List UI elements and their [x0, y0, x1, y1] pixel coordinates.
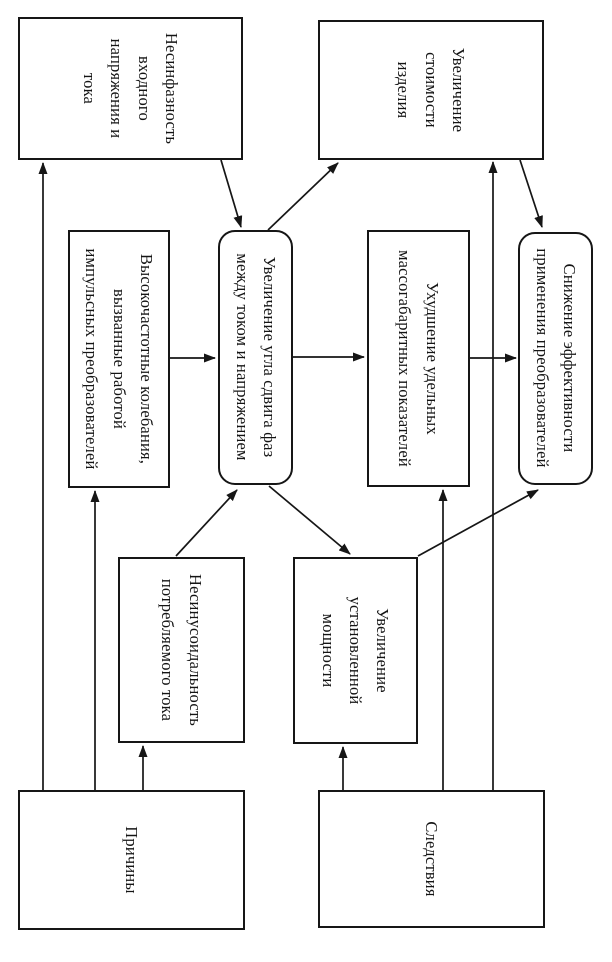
- node-uvelichenie-stoimosti-label: Увеличение стоимости изделия: [394, 47, 468, 133]
- node-nesinfaznost: Несинфазность входного напряжения и тока: [18, 17, 243, 160]
- node-snizhenie-effektivnosti: Снижение эффективности применения преобр…: [518, 232, 593, 485]
- node-ukhudshenie-udelnykh-label: Ухудшение удельных массогабаритных показ…: [395, 250, 442, 467]
- arrow-nesinfaznost-uvelichenie-ugla: [220, 159, 243, 228]
- node-prichiny: Причины: [18, 790, 245, 930]
- node-uvelichenie-moshchnosti: Увеличение установленной мощности: [293, 557, 418, 744]
- node-prichiny-label: Причины: [122, 826, 142, 894]
- node-vysokochastotnye: Высокочастотные колебания, вызванные раб…: [68, 230, 170, 488]
- node-uvelichenie-stoimosti: Увеличение стоимости изделия: [318, 20, 544, 160]
- node-ukhudshenie-udelnykh: Ухудшение удельных массогабаритных показ…: [367, 230, 470, 487]
- node-uvelichenie-moshchnosti-label: Увеличение установленной мощности: [318, 596, 393, 705]
- arrow-uvelichenie-ugla-moshchnosti: [268, 485, 351, 555]
- node-uvelichenie-ugla: Увеличение угла сдвига фаз между током и…: [218, 230, 293, 485]
- arrow-stoimosti-snizhenie: [519, 159, 543, 228]
- node-nesinusoidalnost: Несинусоидальность потребляемого тока: [118, 557, 245, 743]
- arrow-nesinusoidalnost-uvelichenie-ugla: [175, 489, 238, 557]
- node-vysokochastotnye-label: Высокочастотные колебания, вызванные раб…: [82, 248, 156, 470]
- node-sledstviya-label: Следствия: [422, 821, 442, 897]
- node-nesinfaznost-label: Несинфазность входного напряжения и тока: [80, 32, 181, 145]
- arrow-moshchnosti-snizhenie: [417, 489, 539, 557]
- node-nesinusoidalnost-label: Несинусоидальность потребляемого тока: [158, 573, 205, 727]
- arrow-uvelichenie-ugla-stoimosti: [267, 162, 339, 231]
- node-snizhenie-effektivnosti-label: Снижение эффективности применения преобр…: [533, 248, 580, 468]
- node-uvelichenie-ugla-label: Увеличение угла сдвига фаз между током и…: [233, 253, 280, 461]
- node-sledstviya: Следствия: [318, 790, 545, 928]
